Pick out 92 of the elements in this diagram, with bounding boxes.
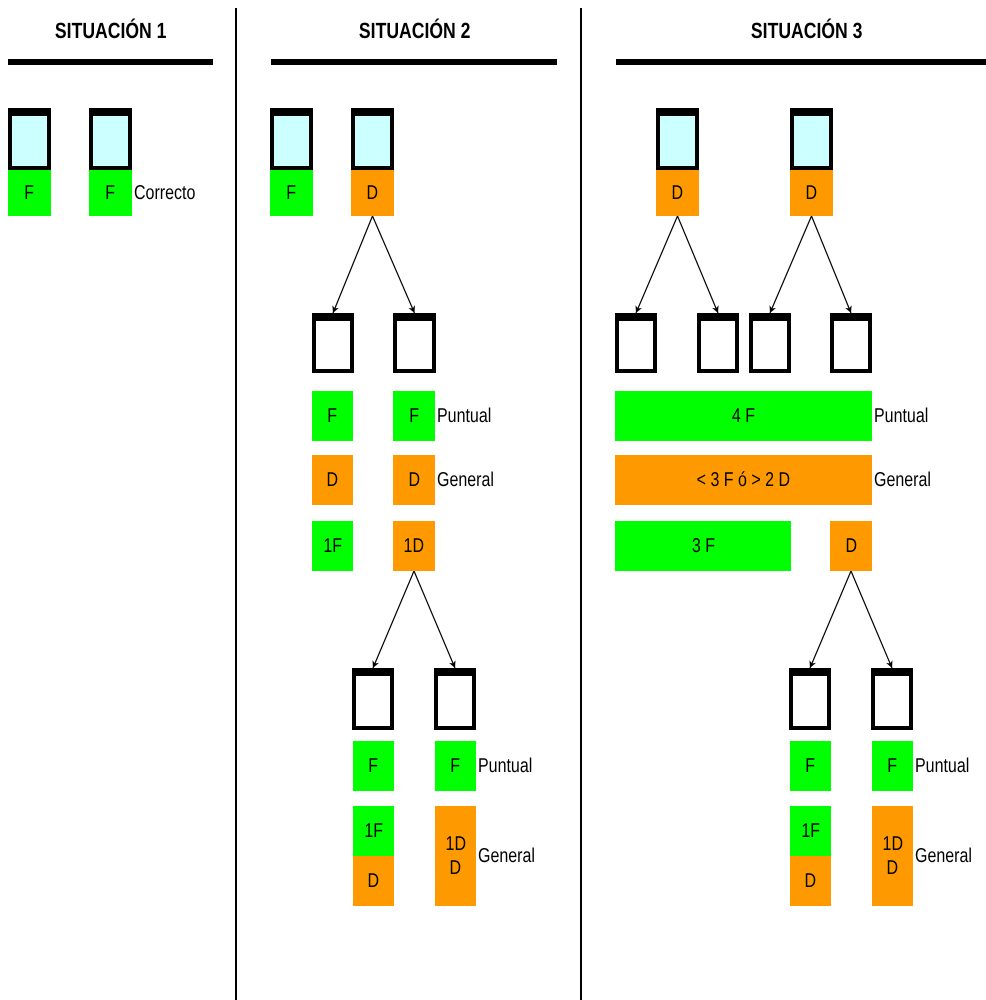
status-code: 1F [801, 819, 820, 843]
status-code: D [326, 468, 338, 492]
status-code: F [368, 754, 378, 778]
status-code: D [845, 534, 857, 558]
empty-cell [697, 313, 739, 373]
status-code: 1D [445, 832, 466, 856]
status-code: F [450, 754, 460, 778]
status-code: 1D [882, 832, 903, 856]
status-box [393, 455, 435, 505]
empty-cell [830, 313, 872, 373]
empty-cell [434, 668, 476, 730]
status-box [312, 391, 353, 441]
status-box [353, 806, 394, 856]
status-box [830, 521, 872, 571]
side-label: Puntual [874, 404, 928, 428]
status-box [615, 391, 872, 441]
status-code: D [368, 869, 380, 893]
arrow [413, 570, 456, 668]
status-box [393, 391, 435, 441]
status-box [435, 806, 476, 906]
side-label: General [915, 844, 972, 868]
status-box [312, 521, 353, 571]
side-label: Puntual [437, 404, 492, 428]
side-label: Correcto [134, 181, 196, 205]
arrow [809, 570, 852, 668]
status-box [872, 806, 913, 906]
column-heading: SITUACIÓN 2 [358, 18, 470, 44]
empty-cell [352, 668, 394, 730]
status-code: D [672, 181, 684, 205]
display-cell [8, 108, 51, 170]
status-code: F [409, 404, 419, 428]
empty-cell [871, 668, 913, 730]
status-code: 1F [323, 534, 342, 558]
status-code: F [24, 181, 34, 205]
status-box [393, 521, 435, 571]
status-code: 1F [364, 819, 383, 843]
status-box [790, 741, 831, 791]
empty-cell [749, 313, 791, 373]
status-box [790, 856, 831, 906]
status-box [312, 455, 353, 505]
status-box [656, 170, 699, 216]
status-box [435, 741, 476, 791]
status-code: D [806, 181, 818, 205]
empty-cell [312, 313, 354, 373]
empty-cell [393, 313, 436, 373]
empty-cell [789, 668, 831, 730]
status-code: 4 F [732, 404, 756, 428]
display-cell [270, 108, 313, 170]
status-code: F [888, 754, 898, 778]
status-code: F [328, 404, 338, 428]
status-box [353, 741, 394, 791]
side-label: General [478, 844, 535, 868]
arrow [810, 216, 852, 314]
status-box [790, 806, 831, 856]
status-code: D [450, 856, 462, 880]
status-box [270, 170, 313, 216]
status-box [790, 170, 833, 216]
arrow [769, 216, 812, 314]
status-box [353, 856, 394, 906]
status-box [615, 455, 872, 505]
arrow [372, 570, 415, 668]
display-cell [790, 108, 833, 170]
status-code: 3 F [691, 534, 715, 558]
display-cell [351, 108, 394, 170]
status-code: D [804, 869, 816, 893]
status-box [8, 170, 51, 216]
status-box [872, 741, 913, 791]
arrow [850, 570, 893, 668]
status-code: F [106, 181, 116, 205]
status-code: D [408, 468, 420, 492]
status-box [351, 170, 394, 216]
status-code: 1D [404, 534, 424, 558]
side-label: General [437, 468, 494, 492]
status-code: F [286, 181, 296, 205]
arrow [676, 216, 719, 314]
status-box [89, 170, 132, 216]
status-code: D [886, 856, 898, 880]
arrow [332, 216, 374, 314]
display-cell [656, 108, 699, 170]
side-label: Puntual [478, 754, 532, 778]
status-code: < 3 F ó > 2 D [696, 468, 790, 492]
column-heading: SITUACIÓN 3 [750, 18, 862, 44]
side-label: Puntual [915, 754, 970, 778]
display-cell [89, 108, 132, 170]
side-label: General [874, 468, 931, 492]
column-heading: SITUACIÓN 1 [54, 18, 166, 44]
status-code: D [366, 181, 378, 205]
arrow [372, 216, 416, 314]
status-box [615, 521, 791, 571]
arrow [635, 216, 678, 314]
status-code: F [806, 754, 816, 778]
empty-cell [615, 313, 657, 373]
